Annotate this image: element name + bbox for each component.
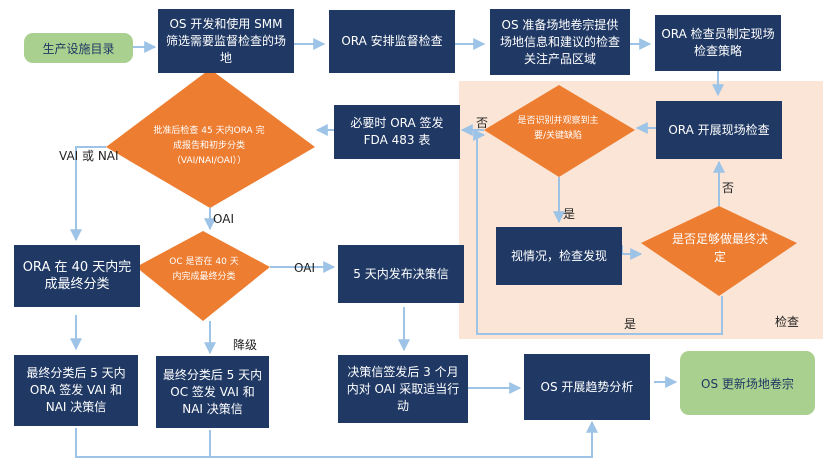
fda483-box: 必要时 ORA 签发 FDA 483 表 xyxy=(334,105,460,159)
edge-label-oai-right: OAI xyxy=(294,261,315,275)
edge-label-yes-identify: 是 xyxy=(563,207,576,221)
depending-box: 视情况，检查发现 xyxy=(496,227,622,285)
edge-label-yes-enough: 是 xyxy=(624,317,637,331)
inspection-panel-label: 检查 xyxy=(775,315,800,329)
inventory-box: 生产设施目录 xyxy=(24,33,133,63)
edge-label-no-enough: 否 xyxy=(722,181,735,195)
os-develop-box: OS 开发和使用 SMM 筛选需要监督检查的场地 xyxy=(158,9,294,73)
ora-onsite-box: ORA 开展现场检查 xyxy=(656,101,782,159)
ora-schedule-box: ORA 安排监督检查 xyxy=(329,10,455,73)
ora-vai-box: 最终分类后 5 天内 ORA 签发 VAI 和 NAI 决策信 xyxy=(14,355,138,426)
investigator-plan-box: ORA 检查员制定现场检查策略 xyxy=(655,15,781,71)
edge-label-downgrade: 降级 xyxy=(233,338,258,352)
ora-40-box: ORA 在 40 天内完成最终分类 xyxy=(14,245,140,307)
approve-45-text: 批准后检查 45 天内ORA 完成报告和初步分类（VAI/NAI/OAI）） xyxy=(153,125,265,166)
decision-diamond-enough xyxy=(641,206,797,296)
edge-label-vai-nai: VAI 或 NAI xyxy=(59,149,119,163)
os-trend-box: OS 开展趋势分析 xyxy=(524,354,650,420)
decision-diamond-oc40 xyxy=(136,231,270,321)
edge-label-oai-down: OAI xyxy=(213,212,234,226)
os-provide-box: OS 准备场地卷宗提供场地信息和建议的检查关注产品区域 xyxy=(490,9,630,75)
identify-defects-text: 是否识别并观察到主要/关键缺陷 xyxy=(517,116,599,141)
decision-diamond-defects xyxy=(484,85,635,177)
os-update-box: OS 更新场地卷宗 xyxy=(680,351,815,415)
oc-40-text: OC 是否在 40 天内完成最终分类 xyxy=(169,257,239,282)
oai-action-box: 决策信签发后 3 个月内对 OAI 采取适当行动 xyxy=(338,355,468,423)
decision-diamond-45days xyxy=(106,69,315,208)
decision-5day-box: 5 天内发布决策信 xyxy=(338,245,464,303)
enough-decision-text: 是否足够做最终决定 xyxy=(672,232,769,264)
oc-vai-box: 最终分类后 5 天内 OC 签发 VAI 和 NAI 决策信 xyxy=(156,356,269,428)
edge-label-no-identify: 否 xyxy=(476,116,489,130)
